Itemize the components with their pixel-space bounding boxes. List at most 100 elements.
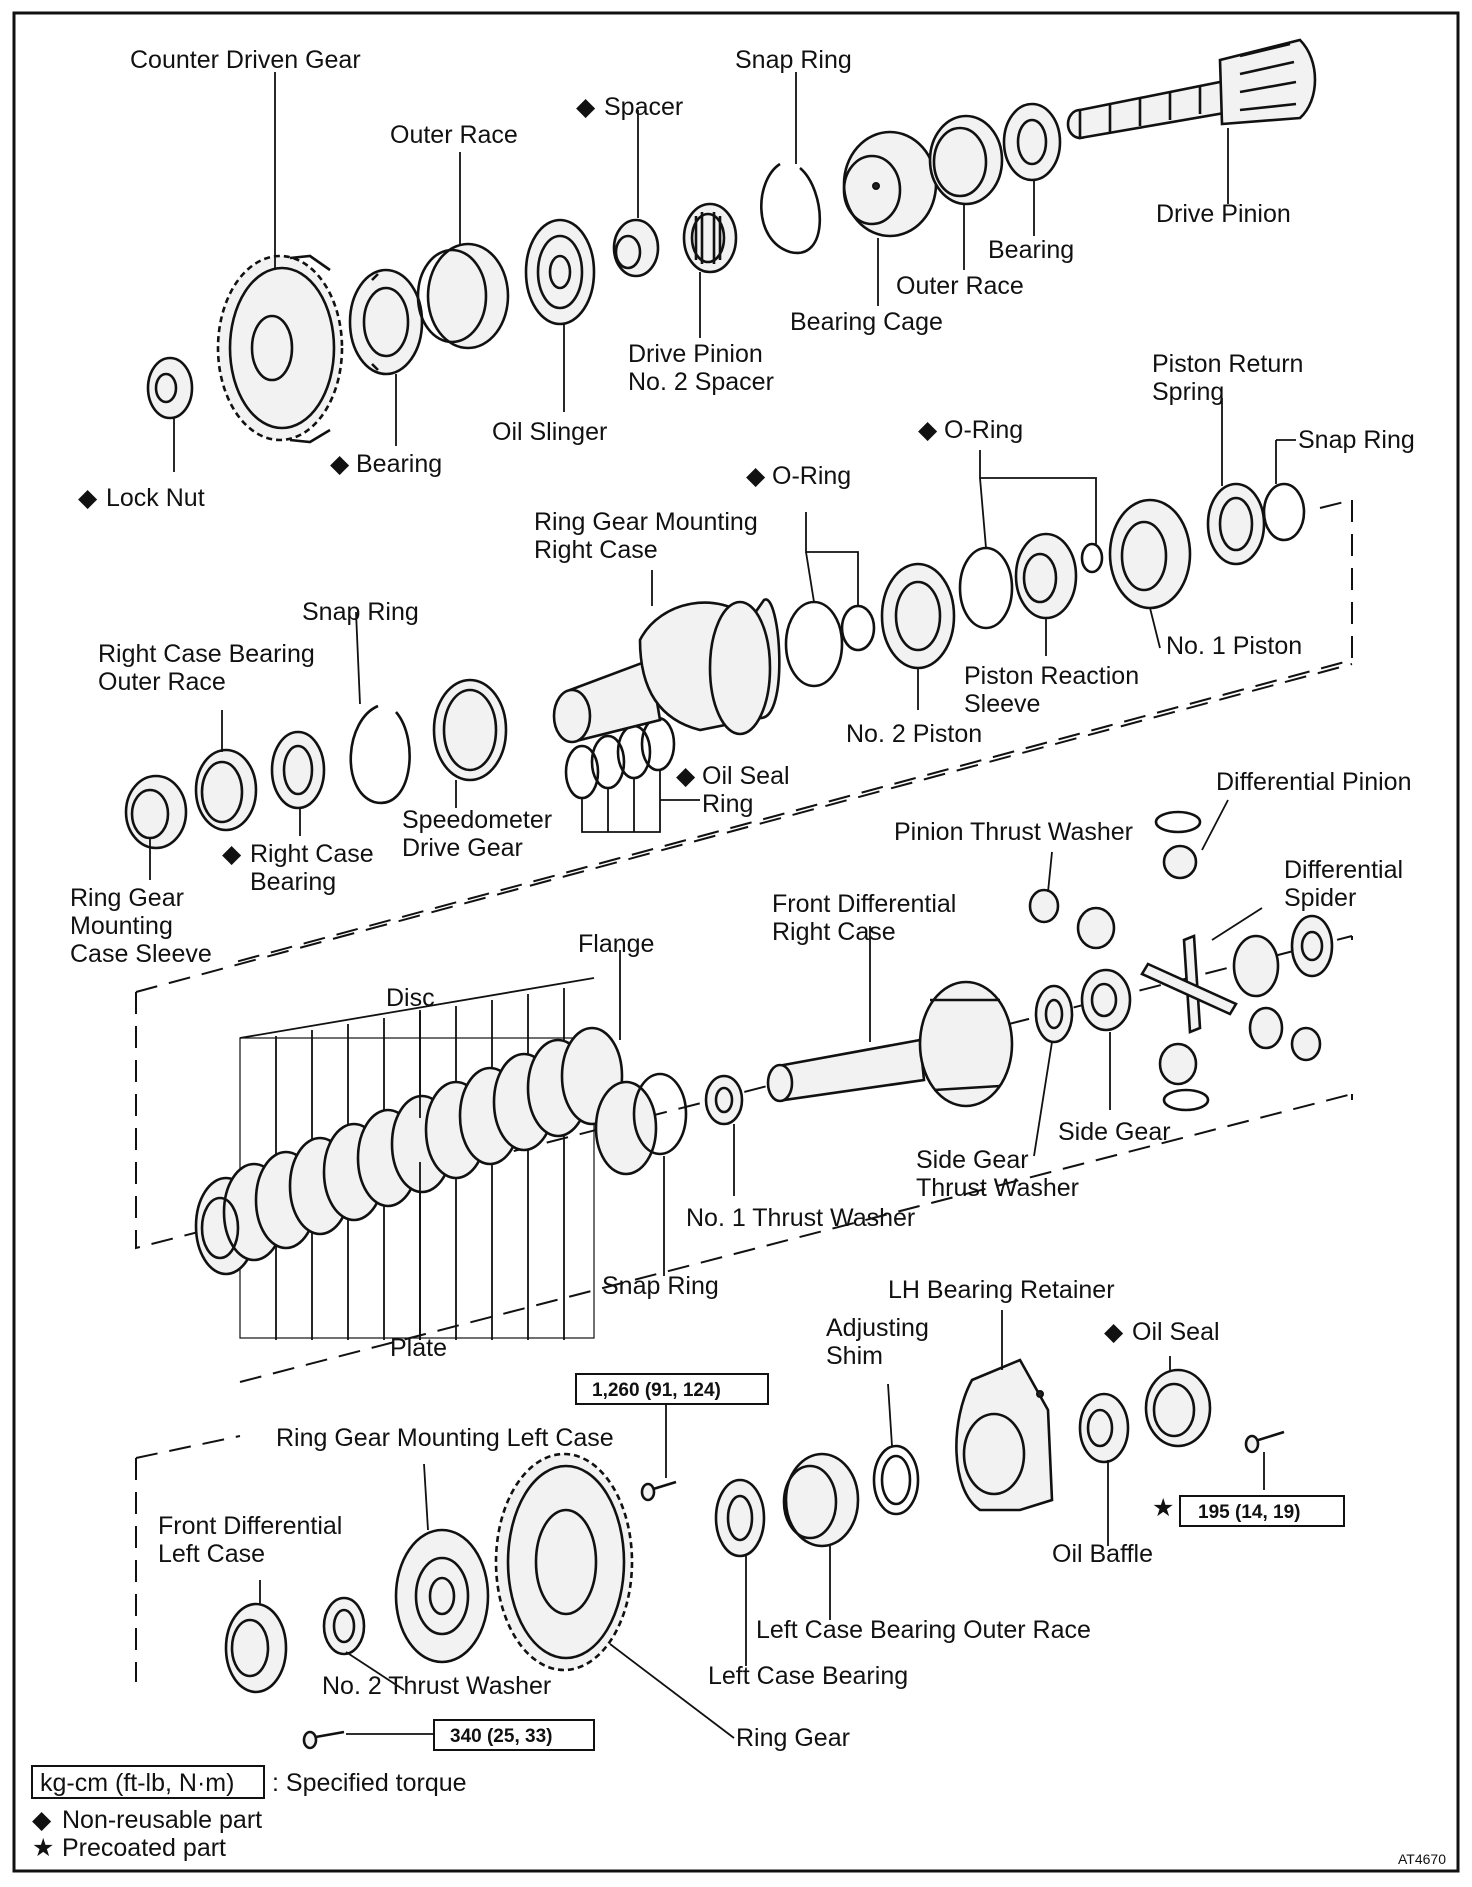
label-oil-baffle: Oil Baffle — [1052, 1540, 1153, 1568]
side-gear-thrust-washer-part — [1034, 984, 1074, 1044]
label-no1-piston: No. 1 Piston — [1166, 632, 1302, 660]
label-flange: Flange — [578, 930, 654, 958]
label-piston-return-spring-1: Piston Return — [1152, 350, 1303, 378]
label-no2-piston: No. 2 Piston — [846, 720, 982, 748]
front-differential-left-case-part — [224, 1602, 288, 1694]
lock-nut-part — [146, 356, 194, 420]
label-plate: Plate — [390, 1334, 447, 1362]
precoated-icon: ★ — [32, 1834, 54, 1862]
label-front-differential-right-case-1: Front Differential — [772, 890, 956, 918]
label-piston-reaction-sleeve-2: Sleeve — [964, 690, 1040, 718]
non-reusable-icon: ◆ — [222, 840, 242, 868]
label-pinion-thrust-washer: Pinion Thrust Washer — [894, 818, 1133, 846]
label-right-case-bearing-1: Right Case — [250, 840, 374, 868]
label-bearing-1: Bearing — [988, 236, 1074, 264]
label-adjusting-shim-2: Shim — [826, 1342, 883, 1370]
label-drive-pinion-spacer-2: No. 2 Spacer — [628, 368, 774, 396]
ring-gear-mounting-right-case-part — [552, 598, 781, 744]
label-snap-ring-2: Snap Ring — [1298, 426, 1415, 454]
left-case-bearing-outer-race-part — [782, 1452, 860, 1548]
oil-seal-part — [1144, 1368, 1212, 1448]
label-oil-slinger: Oil Slinger — [492, 418, 607, 446]
torque-box-ring-gear — [575, 1373, 769, 1405]
label-counter-driven-gear: Counter Driven Gear — [130, 46, 361, 74]
bearing-1-part — [1002, 102, 1062, 182]
label-drive-pinion-spacer-1: Drive Pinion — [628, 340, 763, 368]
oil-baffle-part — [1078, 1392, 1130, 1464]
non-reusable-icon: ◆ — [330, 450, 350, 478]
label-speedometer-drive-gear-1: Speedometer — [402, 806, 552, 834]
label-snap-ring-3: Snap Ring — [302, 598, 419, 626]
no2-thrust-washer-part — [322, 1596, 366, 1656]
outer-race-part — [416, 242, 510, 350]
right-case-bearing-part — [270, 730, 326, 810]
label-drive-pinion: Drive Pinion — [1156, 200, 1291, 228]
label-ring-gear-mounting-left-case: Ring Gear Mounting Left Case — [276, 1424, 614, 1452]
torque-retainer-bolt: 195 (14, 19) — [1198, 1502, 1300, 1523]
piston-reaction-sleeve-part — [1014, 532, 1078, 620]
snap-ring-2-part — [1262, 482, 1306, 542]
label-differential-pinion: Differential Pinion — [1216, 768, 1411, 796]
label-right-case-bearing-2: Bearing — [250, 868, 336, 896]
legend-torque-text: : Specified torque — [272, 1769, 467, 1797]
adjusting-shim-part — [872, 1444, 920, 1516]
torque-ring-gear-bolt: 1,260 (91, 124) — [592, 1380, 721, 1401]
label-disc: Disc — [386, 984, 435, 1012]
precoated-icon: ★ — [1152, 1494, 1174, 1522]
label-no2-thrust-washer: No. 2 Thrust Washer — [322, 1672, 551, 1700]
label-ring-gear-mounting-case-sleeve-1: Ring Gear — [70, 884, 184, 912]
label-snap-ring-1: Snap Ring — [735, 46, 852, 74]
label-oil-seal: Oil Seal — [1132, 1318, 1220, 1346]
label-bearing-2: Bearing — [356, 450, 442, 478]
label-front-differential-left-case-2: Left Case — [158, 1540, 265, 1568]
no1-piston-part — [1108, 498, 1192, 610]
torque-left-case-bolt: 340 (25, 33) — [450, 1726, 552, 1747]
non-reusable-icon: ◆ — [918, 416, 938, 444]
snap-ring-3-part — [349, 704, 411, 805]
label-side-gear: Side Gear — [1058, 1118, 1171, 1146]
bearing-part — [348, 268, 424, 376]
label-spacer: Spacer — [604, 93, 683, 121]
no1-thrust-washer-part — [704, 1074, 744, 1126]
non-reusable-icon: ◆ — [1104, 1318, 1124, 1346]
label-speedometer-drive-gear-2: Drive Gear — [402, 834, 523, 862]
label-oil-seal-ring-2: Ring — [702, 790, 753, 818]
label-ring-gear: Ring Gear — [736, 1724, 850, 1752]
ring-gear-part — [494, 1452, 634, 1672]
label-no1-thrust-washer: No. 1 Thrust Washer — [686, 1204, 915, 1232]
non-reusable-icon: ◆ — [32, 1806, 52, 1834]
label-outer-race-1: Outer Race — [390, 121, 518, 149]
label-side-gear-thrust-washer-2: Thrust Washer — [916, 1174, 1079, 1202]
torque-box-left-case — [433, 1719, 595, 1751]
label-left-case-bearing-outer-race: Left Case Bearing Outer Race — [756, 1616, 1091, 1644]
label-left-case-bearing: Left Case Bearing — [708, 1662, 908, 1690]
label-front-differential-right-case-2: Right Case — [772, 918, 896, 946]
legend-non-reusable: Non-reusable part — [62, 1806, 262, 1834]
label-adjusting-shim-1: Adjusting — [826, 1314, 929, 1342]
label-differential-spider-2: Spider — [1284, 884, 1356, 912]
bolt-1260-part — [640, 1480, 677, 1502]
legend-torque-box — [31, 1765, 265, 1799]
non-reusable-icon: ◆ — [746, 462, 766, 490]
label-ring-gear-mounting-case-sleeve-2: Mounting — [70, 912, 173, 940]
label-outer-race-2: Outer Race — [896, 272, 1024, 300]
label-right-case-bearing-outer-race-2: Outer Race — [98, 668, 226, 696]
snap-ring-part — [760, 162, 822, 255]
label-ring-gear-mounting-right-case-2: Right Case — [534, 536, 658, 564]
label-differential-spider-1: Differential — [1284, 856, 1403, 884]
diagram-frame — [12, 11, 1460, 1873]
label-front-differential-left-case-1: Front Differential — [158, 1512, 342, 1540]
ring-gear-mounting-case-sleeve-part — [124, 774, 188, 850]
label-ring-gear-mounting-case-sleeve-3: Case Sleeve — [70, 940, 212, 968]
non-reusable-icon: ◆ — [78, 484, 98, 512]
differential-pinion-part — [1076, 844, 1284, 1086]
ring-gear-mounting-left-case-part — [394, 1528, 490, 1664]
speedometer-drive-gear-part — [432, 678, 508, 782]
right-case-bearing-outer-race-part — [194, 748, 258, 832]
label-o-ring-2: O-Ring — [772, 462, 851, 490]
spacer-part — [612, 218, 660, 278]
label-bearing-cage: Bearing Cage — [790, 308, 943, 336]
diagram-id: AT4670 — [1398, 1851, 1446, 1867]
